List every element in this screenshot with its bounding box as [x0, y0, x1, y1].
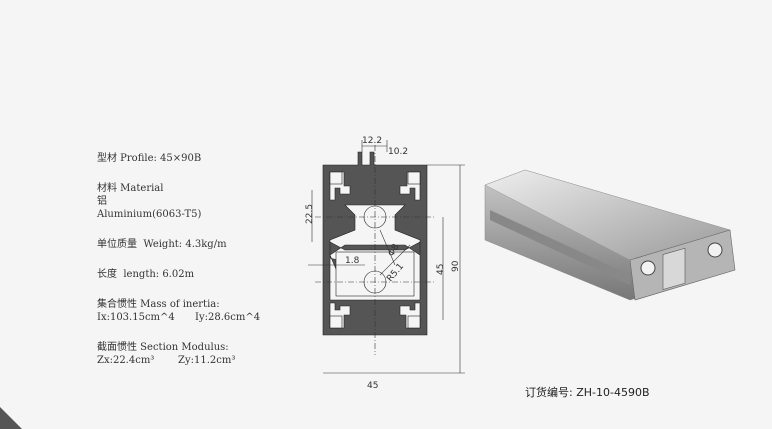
spec-modulus-label: 截面惯性 Section Modulus:: [97, 342, 229, 353]
spec-material-cn: 铝: [97, 196, 107, 207]
dim-22-5: 22.5: [305, 204, 315, 224]
spec-material-value: Aluminium(6063-T5): [97, 209, 202, 220]
spec-length: 长度 length: 6.02m: [97, 269, 195, 280]
spec-ix: Ix:103.15cm^4: [97, 312, 175, 323]
dim-1-8: 1.8: [345, 256, 360, 266]
dim-45-bottom: 45: [367, 381, 378, 391]
order-number: 订货编号: ZH-10-4590B: [525, 386, 650, 399]
spec-profile: 型材 Profile: 45×90B: [97, 153, 202, 164]
dim-90: 90: [451, 260, 461, 272]
profile-3d-render: [484, 169, 736, 301]
spec-inertia-label: 集合惯性 Mass of inertia:: [97, 299, 220, 310]
spec-iy: Iy:28.6cm^4: [195, 312, 261, 323]
dim-slot2: 10.2: [388, 147, 408, 157]
profile-cross-section-drawing: 12.2 10.2 22.5 1.8 Φ8 R5.1 45 90 45: [305, 136, 465, 391]
corner-decoration: [0, 407, 22, 429]
spec-weight: 单位质量 Weight: 4.3kg/m: [97, 239, 227, 250]
dim-slot: 12.2: [362, 136, 382, 146]
spec-material-label: 材料 Material: [97, 183, 164, 194]
spec-zx: Zx:22.4cm³: [97, 355, 155, 366]
dim-45-inner: 45: [436, 264, 446, 275]
spec-zy: Zy:11.2cm³: [178, 355, 236, 366]
